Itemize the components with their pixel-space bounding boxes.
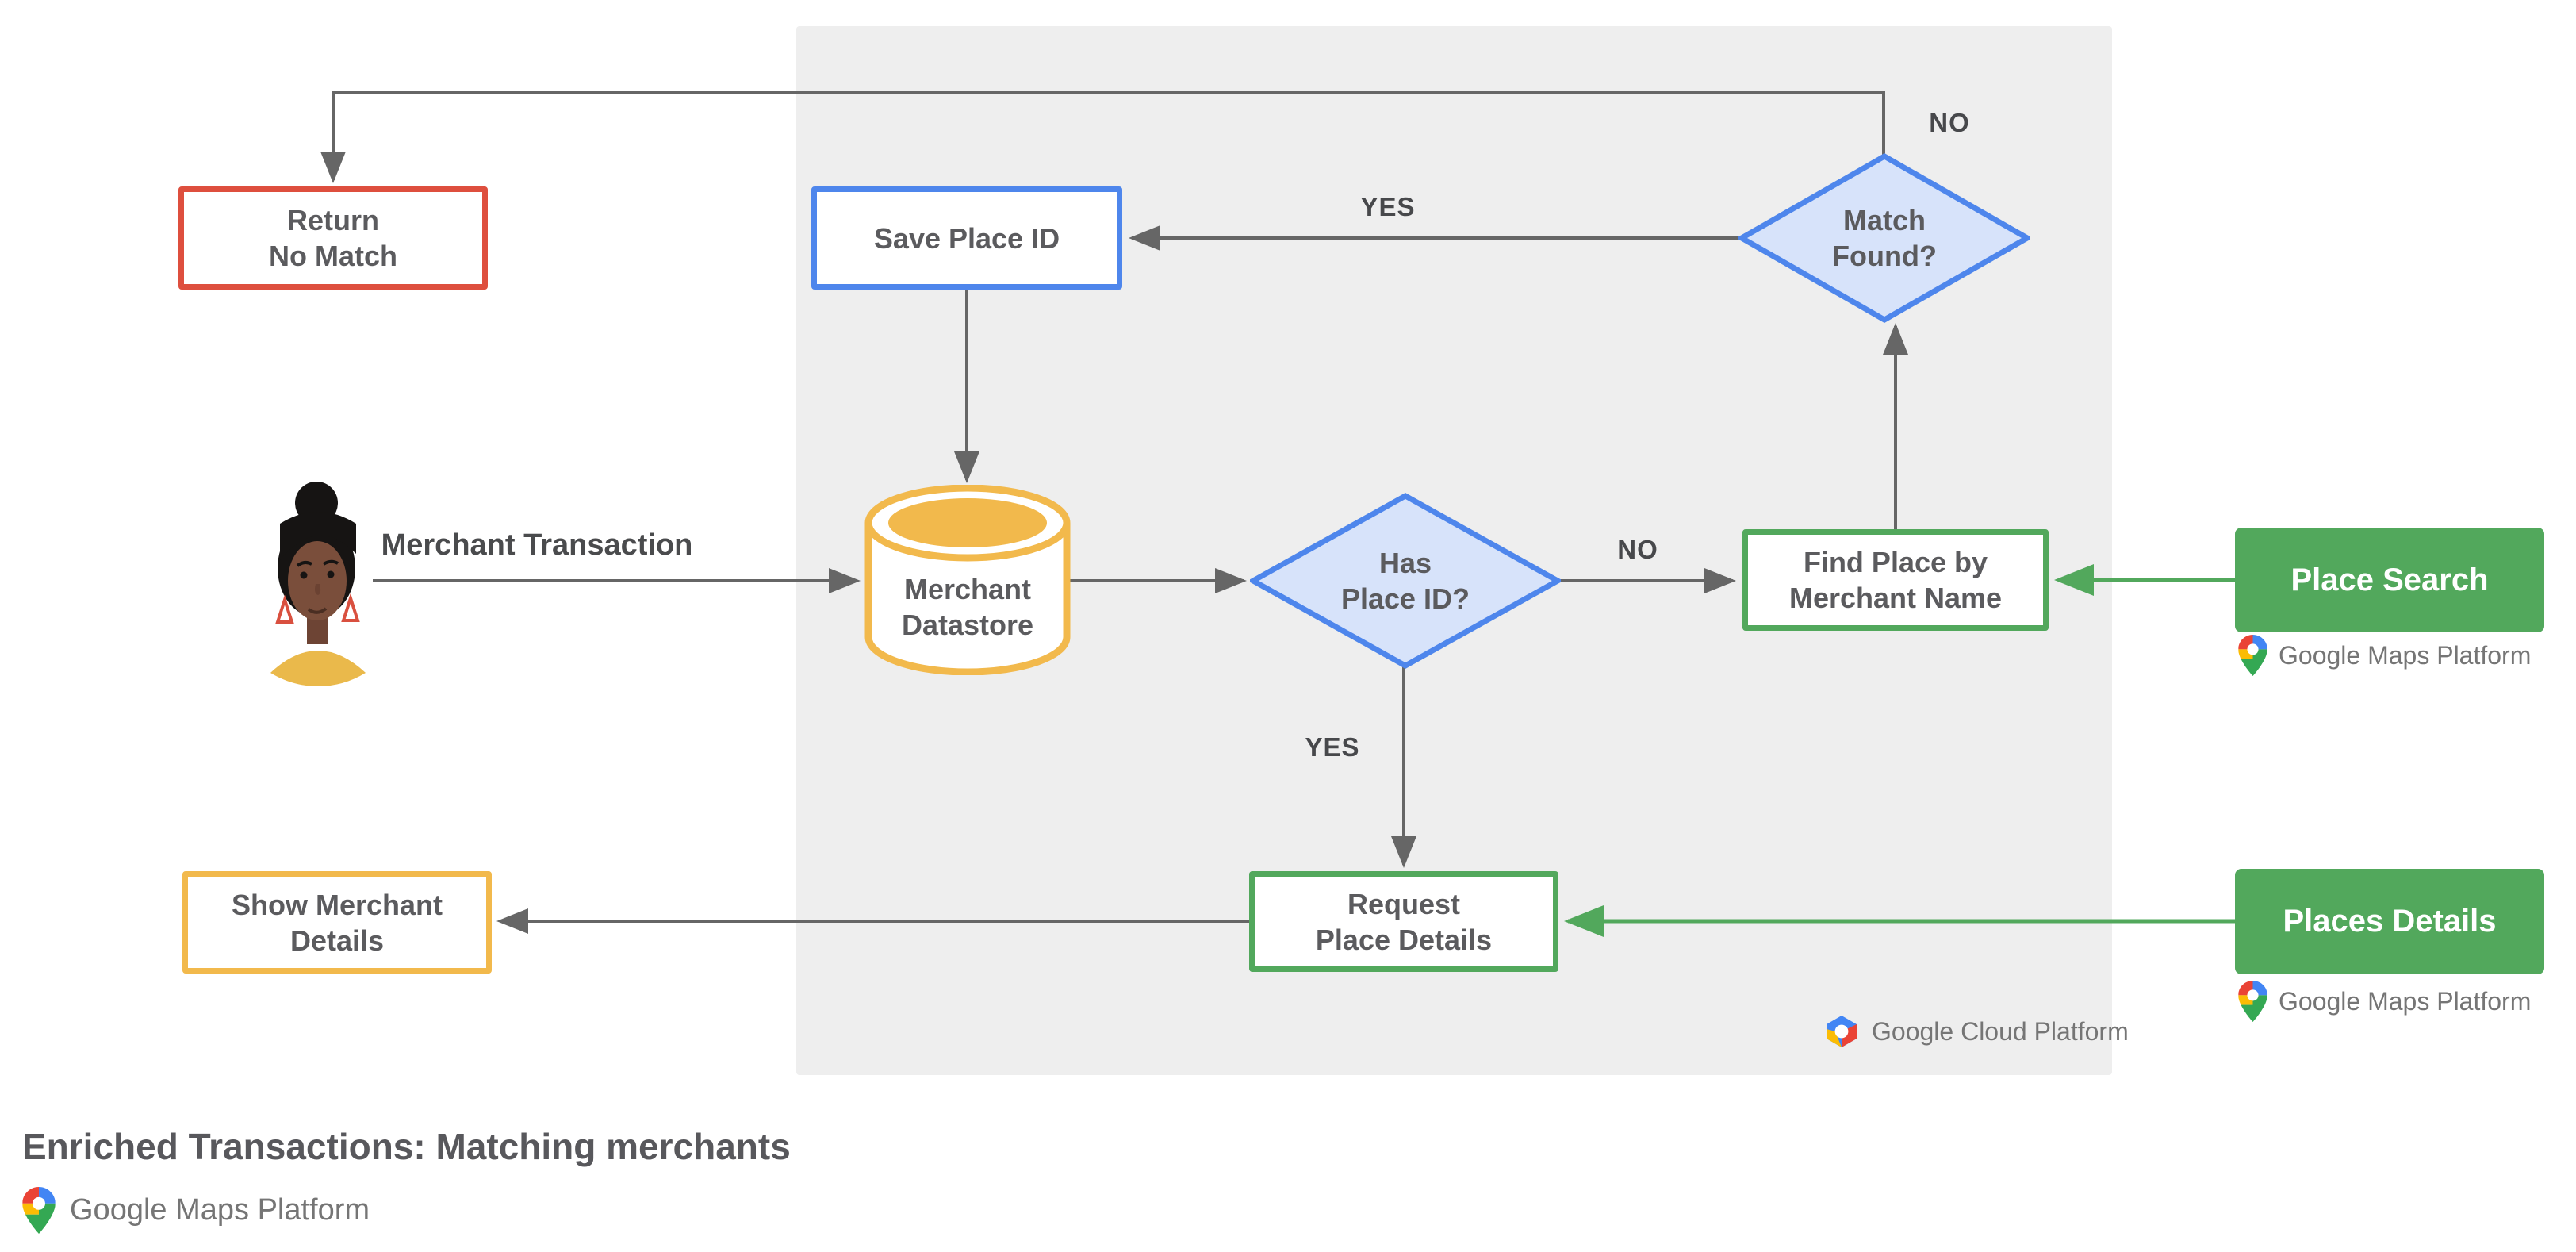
decision-has-place-id-label: Has Place ID? (1340, 547, 1470, 615)
api-places-details-label: Places Details (2283, 904, 2497, 939)
edge-label-has-place-id-no: NO (1617, 535, 1658, 564)
edge-label-merchant-transaction: Merchant Transaction (381, 528, 693, 562)
user-avatar (270, 482, 366, 686)
node-find-place-by-merchant-name: Find Place by Merchant Name (1742, 529, 2049, 631)
edge-label-match-found-yes: YES (1360, 192, 1416, 221)
node-merchant-datastore: Merchant Datastore (864, 547, 1071, 666)
google-maps-platform-pin-icon (2238, 981, 2267, 1022)
api-place-search: Place Search (2235, 528, 2544, 632)
node-find-place-label: Find Place by Merchant Name (1788, 546, 2003, 614)
node-save-place-id: Save Place ID (811, 186, 1122, 290)
gmp-logo-footer-text: Google Maps Platform (70, 1193, 370, 1227)
gmp-logo-places-details: Google Maps Platform (2238, 981, 2531, 1022)
decision-has-place-id: Has Place ID? (1250, 493, 1561, 669)
gmp-logo-places-details-text: Google Maps Platform (2279, 986, 2532, 1016)
api-place-search-label: Place Search (2290, 562, 2489, 597)
node-merchant-datastore-label: Merchant Datastore (901, 573, 1034, 641)
node-return-no-match: Return No Match (178, 186, 488, 290)
google-maps-platform-pin-icon (2238, 635, 2267, 676)
google-cloud-platform-icon (1827, 1016, 1857, 1047)
diagram-title: Enriched Transactions: Matching merchant… (22, 1126, 791, 1167)
google-maps-platform-pin-icon (22, 1187, 56, 1234)
node-save-place-id-label: Save Place ID (873, 221, 1060, 255)
node-request-place-details-label: Request Place Details (1315, 887, 1493, 956)
merchant-datastore-cylinder (864, 485, 1071, 675)
decision-match-found-label: Match Found? (1832, 204, 1937, 272)
gmp-logo-place-search: Google Maps Platform (2238, 635, 2531, 676)
gmp-logo-footer: Google Maps Platform (22, 1187, 370, 1234)
decision-match-found-shape (1738, 153, 2030, 323)
node-show-merchant-details-label: Show Merchant Details (231, 888, 443, 957)
gcp-logo-text: Google Cloud Platform (1872, 1016, 2129, 1046)
node-show-merchant-details: Show Merchant Details (182, 871, 492, 974)
gcp-logo: Google Cloud Platform (1823, 1014, 2129, 1049)
edge-label-has-place-id-yes: YES (1305, 732, 1360, 762)
decision-has-place-id-shape (1250, 493, 1561, 669)
node-request-place-details: Request Place Details (1249, 871, 1558, 972)
api-places-details: Places Details (2235, 869, 2544, 974)
gmp-logo-place-search-text: Google Maps Platform (2279, 640, 2532, 670)
node-return-no-match-label: Return No Match (269, 204, 397, 272)
edge-label-match-found-no: NO (1929, 108, 1970, 137)
decision-match-found: Match Found? (1738, 153, 2030, 323)
